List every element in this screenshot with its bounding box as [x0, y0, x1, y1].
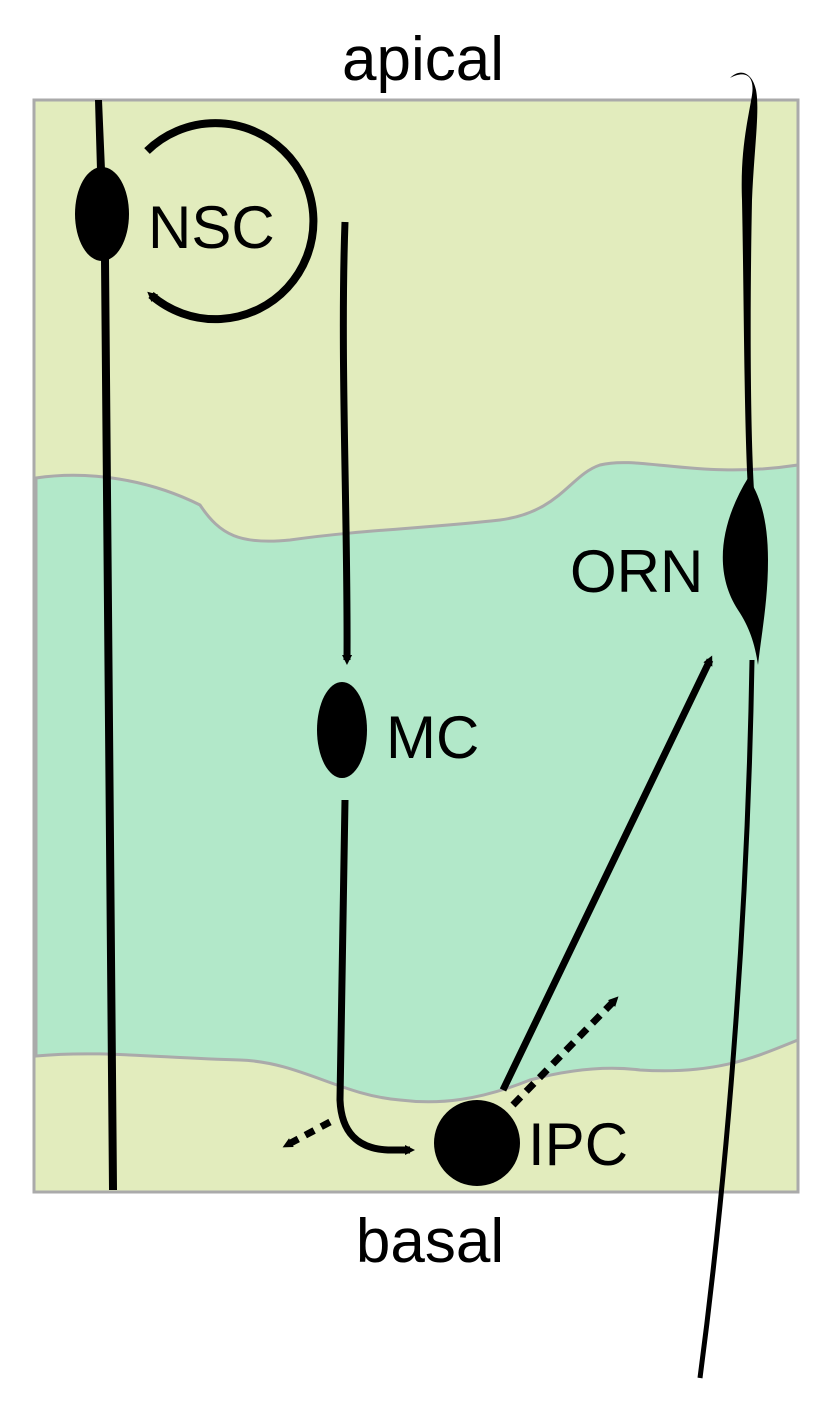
orn-label: ORN: [570, 538, 703, 605]
mc-label: MC: [386, 704, 479, 771]
mc-to-basal-dotted-arrow: [282, 1118, 332, 1149]
orn-axon: [697, 659, 755, 1379]
ipc-transitions: [499, 655, 714, 1108]
ipc-soma: [434, 1100, 520, 1186]
ipc-to-orn-arrow: [499, 655, 714, 1092]
nsc-radial-process: [95, 100, 117, 1190]
nsc-self-renewal-arrow: [144, 119, 318, 324]
tissue-middle-layer: [34, 461, 800, 1104]
orn-dendrite: [730, 72, 758, 490]
apical-label: apical: [342, 25, 504, 94]
nsc-cell: [75, 100, 129, 1190]
orn-cell: [697, 72, 768, 1379]
nsc-soma: [75, 167, 129, 261]
mc-soma: [317, 682, 367, 778]
basal-label: basal: [356, 1207, 504, 1276]
nsc-to-mc-arrow: [339, 221, 353, 665]
nsc-transitions: [144, 119, 353, 665]
orn-soma: [722, 478, 768, 665]
ipc-label: IPC: [528, 1111, 628, 1178]
mc-to-ipc-arrow: [336, 799, 415, 1155]
mc-transitions: [282, 799, 415, 1155]
ipc-dotted-arrow: [510, 996, 619, 1108]
tissue-layers: [32, 98, 800, 1194]
nsc-label: NSC: [148, 194, 275, 261]
